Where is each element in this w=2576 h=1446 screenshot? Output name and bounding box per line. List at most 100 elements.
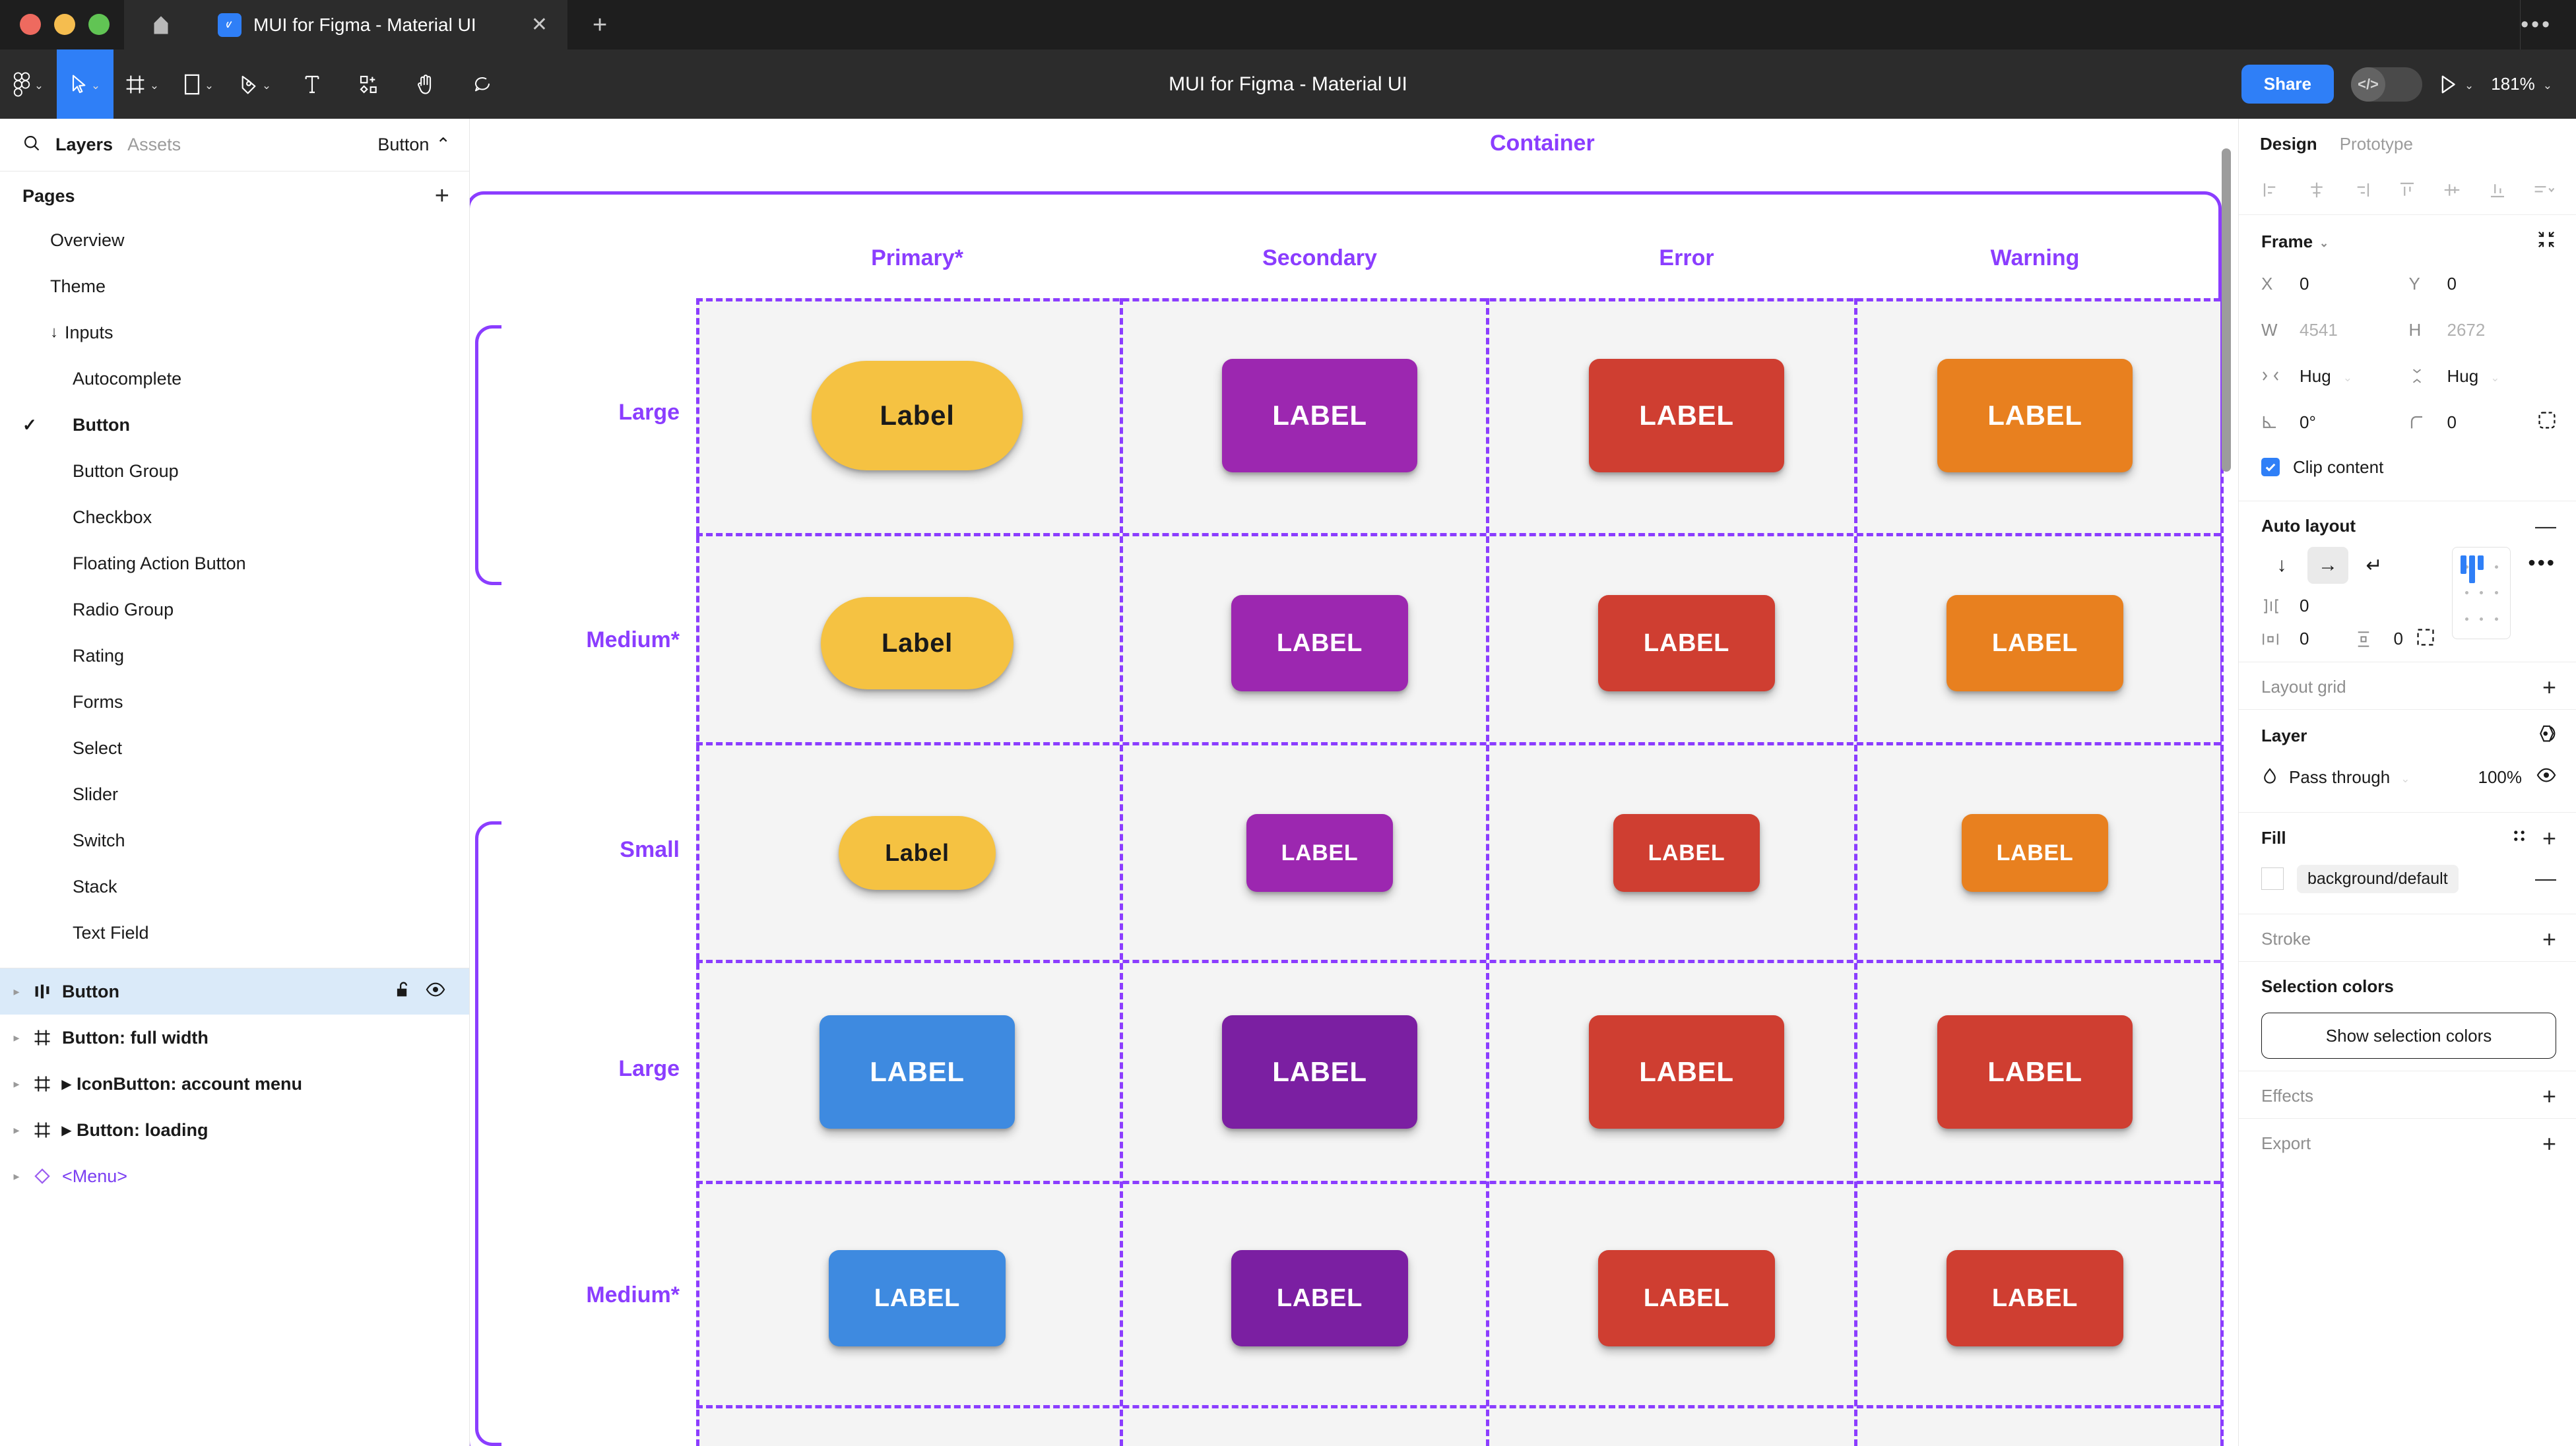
layer-mask-icon[interactable] (2536, 724, 2556, 747)
auto-layout-more-icon[interactable]: ••• (2528, 551, 2556, 575)
variant-button[interactable]: LABEL (1947, 1250, 2123, 1346)
variant-button[interactable]: LABEL (1589, 359, 1784, 472)
page-item-slider[interactable]: Slider (0, 771, 469, 817)
add-layout-grid-icon[interactable]: + (2542, 673, 2556, 701)
height-field[interactable]: H 2672 (2409, 320, 2557, 340)
fill-styles-icon[interactable] (2511, 827, 2528, 849)
vertical-resize-field[interactable]: Hug ⌄ (2409, 366, 2557, 387)
page-item-floating-action-button[interactable]: Floating Action Button (0, 540, 469, 586)
expand-triangle-icon[interactable]: ▶ (61, 1077, 72, 1092)
align-horizontal-center-icon[interactable] (2307, 180, 2327, 203)
fill-swatch[interactable] (2261, 867, 2284, 890)
rotation-field[interactable]: 0° (2261, 412, 2409, 433)
chevron-down-icon[interactable]: ⌄ (204, 79, 214, 92)
frame-tool-icon[interactable]: ⌄ (113, 49, 170, 119)
page-item-text-field[interactable]: Text Field (0, 910, 469, 956)
page-item-radio-group[interactable]: Radio Group (0, 586, 469, 633)
page-item-checkbox[interactable]: Checkbox (0, 494, 469, 540)
chevron-down-icon[interactable]: ⌄ (2319, 237, 2329, 249)
horizontal-padding-field[interactable]: 0 (2261, 628, 2309, 650)
y-field[interactable]: Y 0 (2409, 274, 2557, 294)
layer-row[interactable]: ▸Button: full width (0, 1015, 469, 1061)
add-export-icon[interactable]: + (2542, 1129, 2556, 1157)
variant-button[interactable]: LABEL (1937, 359, 2133, 472)
tab-assets[interactable]: Assets (127, 135, 181, 154)
variant-button[interactable]: LABEL (1222, 359, 1417, 472)
variant-button[interactable]: LABEL (1231, 595, 1408, 691)
share-button[interactable]: Share (2241, 65, 2334, 104)
variant-button[interactable]: LABEL (829, 1250, 1006, 1346)
x-field[interactable]: X 0 (2261, 274, 2409, 294)
expand-caret-icon[interactable]: ▸ (13, 984, 20, 998)
zoom-control[interactable]: 181% ⌄ (2491, 74, 2552, 94)
visibility-icon[interactable] (2536, 767, 2556, 788)
align-top-icon[interactable] (2397, 180, 2417, 203)
page-item-autocomplete[interactable]: Autocomplete (0, 356, 469, 402)
page-item-inputs[interactable]: ↓Inputs (0, 309, 469, 356)
variant-button[interactable]: LABEL (820, 1015, 1015, 1129)
chevron-down-icon[interactable]: ⌄ (2464, 79, 2474, 92)
comment-tool-icon[interactable] (454, 49, 511, 119)
fill-style-name[interactable]: background/default (2297, 864, 2459, 893)
align-bottom-icon[interactable] (2488, 180, 2507, 203)
variant-button[interactable]: LABEL (1962, 814, 2108, 892)
collapse-frame-icon[interactable] (2536, 230, 2556, 254)
add-fill-icon[interactable]: + (2542, 824, 2556, 852)
layer-row[interactable]: ▸▶Button: loading (0, 1107, 469, 1153)
gap-field[interactable]: 0 (2261, 596, 2435, 616)
horizontal-resize-field[interactable]: Hug ⌄ (2261, 366, 2409, 387)
add-page-icon[interactable]: + (434, 182, 449, 210)
chevron-down-icon[interactable]: ⌄ (149, 79, 160, 92)
expand-caret-icon[interactable]: ▸ (13, 1077, 20, 1090)
lock-icon[interactable] (395, 981, 411, 1003)
move-tool-icon[interactable]: ⌄ (57, 49, 113, 119)
variant-button[interactable]: Label (812, 361, 1023, 470)
align-right-icon[interactable] (2352, 180, 2371, 203)
close-window-button[interactable] (20, 14, 41, 35)
close-icon[interactable]: ✕ (531, 13, 548, 36)
expand-caret-icon[interactable]: ▸ (13, 1169, 20, 1183)
page-item-overview[interactable]: Overview (0, 217, 469, 263)
figma-menu-icon[interactable]: ⌄ (0, 49, 57, 119)
variant-button[interactable]: LABEL (1222, 1015, 1417, 1129)
independent-corners-icon[interactable] (2538, 411, 2556, 434)
container-frame-label[interactable]: Container (1490, 131, 1595, 156)
browser-tab[interactable]: MUI for Figma - Material UI ✕ (198, 0, 567, 49)
page-item-button[interactable]: ✓Button (0, 402, 469, 448)
individual-padding-icon[interactable] (2416, 628, 2435, 650)
clip-content-checkbox[interactable] (2261, 458, 2280, 476)
home-button[interactable] (124, 0, 198, 49)
pen-tool-icon[interactable]: ⌄ (227, 49, 284, 119)
expand-caret-icon[interactable]: ▸ (13, 1123, 20, 1137)
resources-tool-icon[interactable] (340, 49, 397, 119)
present-button[interactable]: ⌄ (2439, 75, 2474, 94)
shape-tool-icon[interactable]: ⌄ (170, 49, 227, 119)
variant-button[interactable]: LABEL (1947, 595, 2123, 691)
variant-button[interactable]: LABEL (1613, 814, 1760, 892)
layer-row[interactable]: ▸▶IconButton: account menu (0, 1061, 469, 1107)
file-name-menu[interactable]: Button ⌃ (377, 135, 451, 155)
distribute-menu-icon[interactable] (2532, 180, 2556, 203)
blend-mode-value[interactable]: Pass through (2289, 767, 2391, 787)
dev-mode-toggle[interactable]: </> (2351, 67, 2422, 102)
variant-button[interactable]: LABEL (1589, 1015, 1784, 1129)
page-item-theme[interactable]: Theme (0, 263, 469, 309)
tab-prototype[interactable]: Prototype (2339, 133, 2413, 154)
remove-auto-layout-icon[interactable]: — (2535, 513, 2556, 538)
page-item-rating[interactable]: Rating (0, 633, 469, 679)
direction-vertical-icon[interactable]: ↓ (2276, 554, 2287, 576)
page-item-stack[interactable]: Stack (0, 864, 469, 910)
direction-horizontal-icon[interactable]: → (2307, 547, 2348, 584)
text-tool-icon[interactable] (284, 49, 340, 119)
page-item-button-group[interactable]: Button Group (0, 448, 469, 494)
hand-tool-icon[interactable] (397, 49, 454, 119)
remove-fill-icon[interactable]: — (2535, 866, 2556, 891)
page-item-select[interactable]: Select (0, 725, 469, 771)
width-field[interactable]: W 4541 (2261, 320, 2409, 340)
layer-row[interactable]: ▸<Menu> (0, 1153, 469, 1199)
chevron-down-icon[interactable]: ⌄ (261, 79, 272, 92)
maximize-window-button[interactable] (88, 14, 110, 35)
align-left-icon[interactable] (2261, 180, 2281, 203)
chevron-down-icon[interactable]: ⌄ (2542, 79, 2552, 92)
